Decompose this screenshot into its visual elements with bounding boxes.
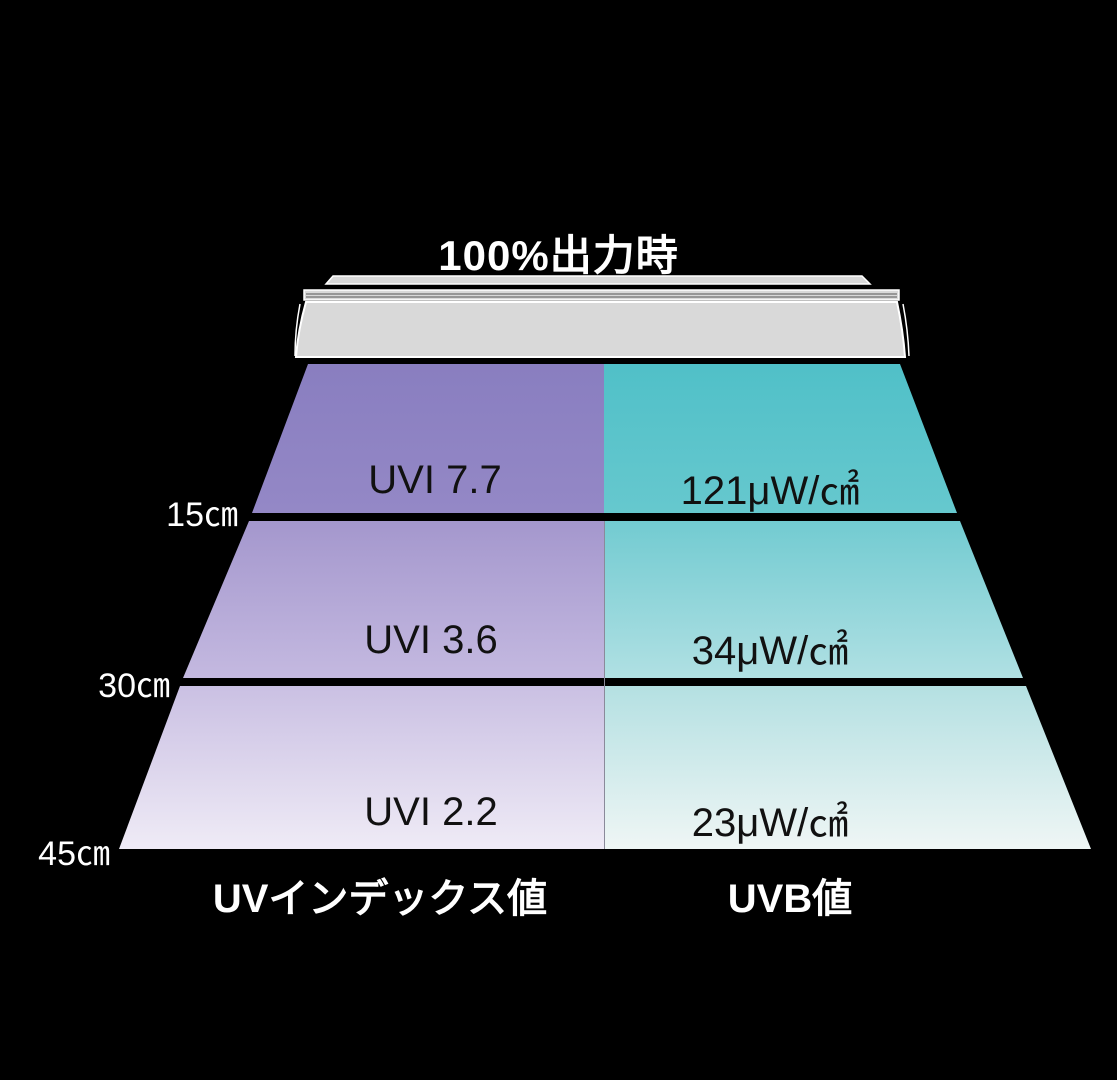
uvb-value-15cm: 121μW/㎠ [680,469,860,513]
band-30cm-uvb [604,521,1023,678]
uvi-value-30cm: UVI 3.6 [364,618,498,662]
band-15cm-uvb [604,364,957,513]
band-30cm-uvi [183,521,604,678]
lamp-fixture-icon [294,275,910,358]
band-45cm-uvi [119,686,604,849]
band-45cm-uvb [604,686,1091,849]
distance-label-15cm: 15㎝ [166,496,238,534]
band-15cm-uvi [252,364,604,513]
diagram-title: 100%出力時 [438,232,679,279]
uvb-column-label: UVB値 [727,877,853,921]
uvi-value-45cm: UVI 2.2 [364,790,498,834]
distance-label-45cm: 45㎝ [38,835,110,873]
distance-label-30cm: 30㎝ [98,667,170,705]
uvi-value-15cm: UVI 7.7 [368,458,502,502]
uv-index-column-label: UVインデックス値 [212,877,548,921]
uvb-value-45cm: 23μW/㎠ [691,801,849,845]
uvb-value-30cm: 34μW/㎠ [691,629,849,673]
